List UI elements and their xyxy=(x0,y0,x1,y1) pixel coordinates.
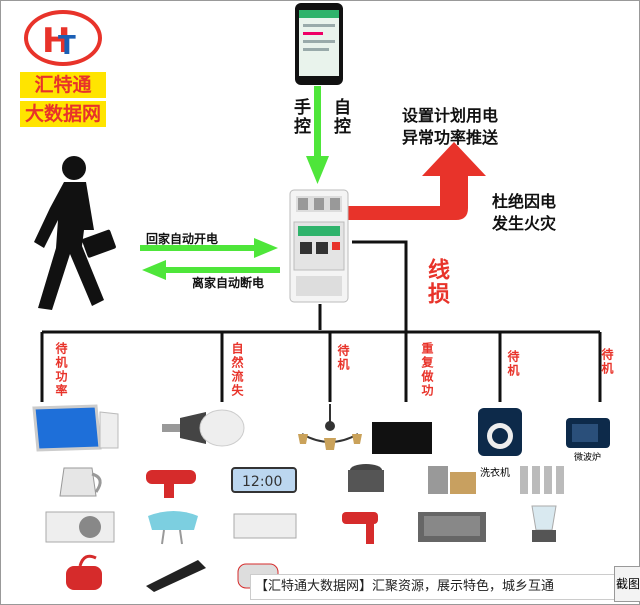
push-line2: 异常功率推送 xyxy=(402,128,499,147)
blender-icon xyxy=(428,466,476,494)
logo-emblem: H T xyxy=(24,10,102,66)
category-standby-power: 待机功率 xyxy=(54,342,68,398)
digital-clock-icon: 12:00 xyxy=(231,467,297,493)
green-left-arrow-icon xyxy=(142,260,280,280)
oven-tray-icon xyxy=(233,513,297,539)
logo-ht-icon: H T xyxy=(42,21,76,61)
gas-stove-icon xyxy=(418,512,486,542)
juicer-icon xyxy=(531,505,557,542)
hair-clipper-icon xyxy=(146,560,206,592)
air-conditioner-outdoor-icon xyxy=(45,511,115,543)
footer-caption: 【汇特通大数据网】汇聚资源，展示特色，城乡互通 xyxy=(250,574,618,600)
corner-button[interactable]: 截图 xyxy=(614,566,640,602)
hand-mixer-icon xyxy=(148,511,198,545)
monitor-icon xyxy=(32,404,119,452)
light-bulb-icon xyxy=(162,409,245,447)
smart-meter-icon xyxy=(289,189,349,303)
microwave-icon xyxy=(566,418,610,448)
radiator-icon xyxy=(520,466,564,494)
home-on-label: 回家自动开电 xyxy=(146,232,219,246)
television-icon xyxy=(372,422,432,454)
category-repeat-work: 重复做功 xyxy=(420,342,434,398)
fire-line1: 杜绝因电 xyxy=(492,192,557,211)
vacuum-cleaner-icon xyxy=(66,554,102,590)
green-down-arrow-icon xyxy=(306,86,329,184)
washing-machine-label: 洗衣机 xyxy=(480,468,510,479)
svg-text:H: H xyxy=(42,21,70,61)
microwave-label: 微波炉 xyxy=(574,453,602,463)
rice-cooker-icon xyxy=(348,464,384,492)
auto-control-label: 自控 xyxy=(330,98,350,136)
red-up-arrow-icon xyxy=(348,142,486,220)
category-standby-2: 待机 xyxy=(506,350,520,378)
clock-display: 12:00 xyxy=(242,474,282,490)
push-line1: 设置计划用电 xyxy=(402,106,499,125)
stand-mixer-icon xyxy=(342,512,378,544)
green-right-arrow-icon xyxy=(140,238,278,258)
logo-line2: 大数据网 xyxy=(20,101,106,127)
hair-dryer-icon xyxy=(146,470,196,498)
category-standby-3: 待机 xyxy=(600,348,614,376)
home-off-label: 离家自动断电 xyxy=(192,276,265,290)
line-loss-label: 线损 xyxy=(424,258,449,306)
fire-line2: 发生火灾 xyxy=(492,214,557,233)
chandelier-icon xyxy=(298,404,362,450)
washing-machine-icon xyxy=(478,408,522,456)
category-natural-loss: 自然流失 xyxy=(230,342,244,398)
smartphone-icon xyxy=(295,3,343,85)
svg-text:T: T xyxy=(58,31,76,61)
category-standby-1: 待机 xyxy=(336,344,350,372)
manual-control-label: 手控 xyxy=(290,98,310,136)
logo-line1: 汇特通 xyxy=(20,72,106,98)
walking-man-icon xyxy=(34,156,116,310)
kettle-icon xyxy=(59,467,102,497)
